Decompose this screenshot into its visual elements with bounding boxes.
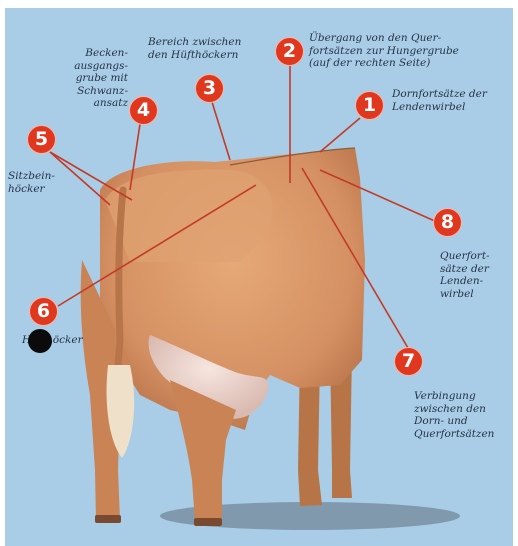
marker-4: 4 bbox=[130, 97, 157, 124]
marker-5: 5 bbox=[28, 126, 55, 153]
label-4-text: Becken- ausgangs- grube mit Schwanz- ans… bbox=[68, 47, 128, 110]
label-1-text: Dornfortsätze der Lendenwirbel bbox=[392, 88, 487, 113]
marker-2: 2 bbox=[276, 38, 303, 65]
label-2-text: Übergang von den Quer- fortsätzen zur Hu… bbox=[309, 32, 459, 70]
label-8-text: Querfort- sätze der Lenden- wirbel bbox=[440, 250, 490, 300]
label-7-text: Verbingung zwischen den Dorn- und Querfo… bbox=[414, 390, 494, 440]
label-3-text: Bereich zwischen den Hüfthöckern bbox=[148, 36, 241, 61]
marker-1: 1 bbox=[356, 92, 383, 119]
marker-6: 6 bbox=[30, 298, 57, 325]
marker-7: 7 bbox=[395, 348, 422, 375]
marker-8: 8 bbox=[434, 209, 461, 236]
dark-marker-dot bbox=[28, 329, 52, 353]
marker-3: 3 bbox=[196, 75, 223, 102]
label-5-text: Sitzbein- höcker bbox=[8, 170, 55, 195]
tail bbox=[118, 190, 123, 365]
rump bbox=[105, 170, 272, 262]
